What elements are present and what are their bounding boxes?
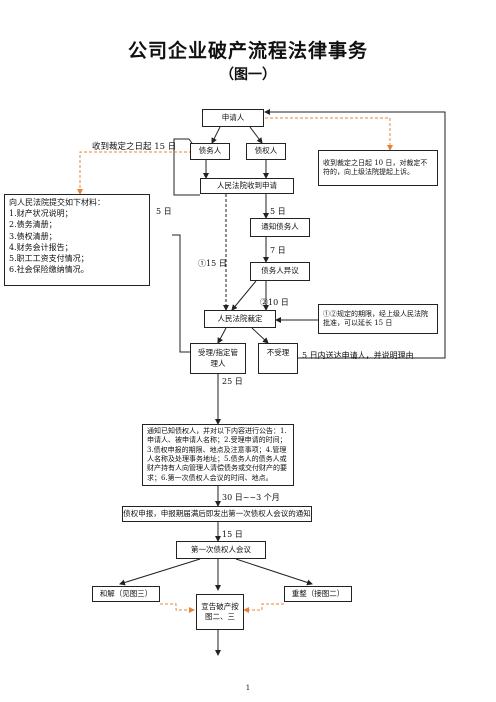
label-fifteen-days: 15 日 [222, 530, 243, 539]
label-seven-days: 7 日 [270, 246, 286, 255]
node-creditor: 债权人 [246, 143, 286, 160]
page-subtitle: （图一） [220, 67, 276, 83]
page-number: 1 [245, 684, 251, 692]
page-title: 公司企业破产流程法律事务 [127, 40, 368, 62]
node-notify-debtor: 通知债务人 [250, 218, 310, 237]
label-thirty-days-three-months: 30 日~~3 个月 [222, 493, 280, 502]
label-twenty-five-days: 25 日 [222, 377, 243, 386]
label-five-days-left: 5 日 [156, 207, 172, 216]
node-bankruptcy: 宣告破产按 图二、三 [196, 594, 244, 630]
node-reorganization: 重整（接图二） [284, 586, 352, 602]
label-ten-days-circle: ②10 日 [260, 298, 289, 307]
label-five-days-notify: 5 日 [270, 207, 286, 216]
node-applicant: 申请人 [202, 109, 264, 127]
label-five-days-reject: 5 日内送达申请人，并说明理由 [302, 351, 414, 360]
note-materials: 向人民法院提交如下材料： 1.财产状况说明； 2.债务清册； 3.债权清册； 4… [4, 194, 150, 286]
label-fifteen-days-circle: ①15 日 [198, 259, 227, 268]
node-accept: 受理/指定管 理人 [190, 343, 246, 374]
note-extension: ①②规定的期限，经上级人民法院批准，可以延长 15 日 [318, 304, 438, 334]
node-claim-filing: 债权申报，申报期届满后即发出第一次债权人会议的通知 [122, 506, 312, 522]
node-announce: 通知已知债权人，并对以下内容进行公告：1.申请人、被申请人名称；2.受理申请的时… [142, 424, 294, 486]
node-first-meeting: 第一次债权人会议 [176, 541, 266, 559]
label-appeal-period: 收到裁定之日起 15 日 [92, 142, 177, 152]
node-debtor-objection: 债务人异议 [250, 262, 310, 281]
node-court-ruling: 人民法院裁定 [204, 310, 276, 328]
note-appeal: 收到裁定之日起 10 日，对裁定不符的，向上级法院提起上诉。 [318, 150, 438, 186]
node-debtor: 债务人 [190, 143, 230, 160]
node-settlement: 和解（见图三） [92, 586, 160, 602]
node-court-receives: 人民法院收到申请 [200, 178, 294, 194]
node-reject: 不受理 [258, 343, 298, 374]
